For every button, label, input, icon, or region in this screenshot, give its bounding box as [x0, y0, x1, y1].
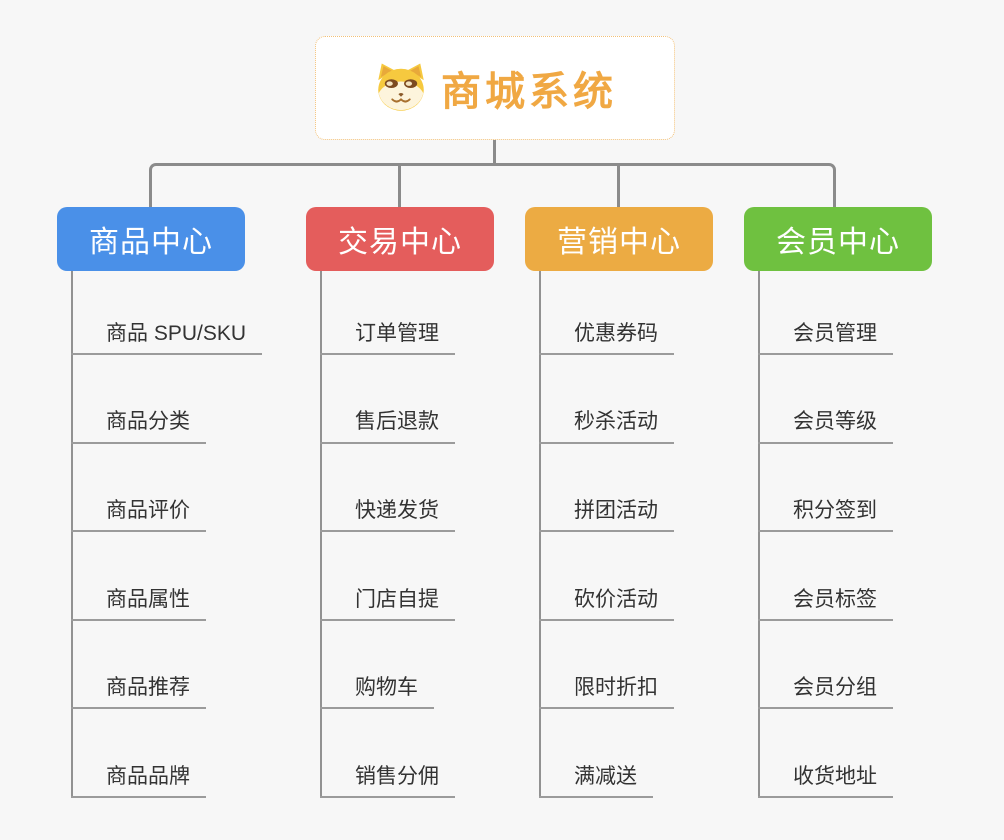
- leaf-label[interactable]: 售后退款: [320, 409, 455, 444]
- leaf-node[interactable]: 商品属性: [71, 532, 206, 621]
- leaf-node[interactable]: 秒杀活动: [539, 355, 674, 444]
- leaf-label[interactable]: 商品属性: [71, 587, 206, 621]
- connector-trunk-product: [71, 271, 73, 798]
- leaf-list-trade: 订单管理 售后退款 快递发货 门店自提 购物车 销售分佣: [320, 271, 455, 798]
- leaf-list-member: 会员管理 会员等级 积分签到 会员标签 会员分组 收货地址: [758, 271, 893, 798]
- leaf-label[interactable]: 限时折扣: [539, 675, 674, 710]
- leaf-label[interactable]: 秒杀活动: [539, 409, 674, 444]
- leaf-label[interactable]: 积分签到: [758, 498, 893, 533]
- connector-drop-marketing: [617, 163, 620, 207]
- leaf-label[interactable]: 拼团活动: [539, 498, 674, 533]
- leaf-label[interactable]: 会员分组: [758, 675, 893, 710]
- leaf-node[interactable]: 会员分组: [758, 621, 893, 710]
- dog-face-icon: [378, 63, 424, 111]
- leaf-label[interactable]: 会员等级: [758, 409, 893, 444]
- leaf-node[interactable]: 商品品牌: [71, 709, 206, 798]
- leaf-node[interactable]: 收货地址: [758, 709, 893, 798]
- connector-trunk-member: [758, 271, 760, 798]
- leaf-list-marketing: 优惠券码 秒杀活动 拼团活动 砍价活动 限时折扣 满减送: [539, 271, 674, 798]
- connector-root-stem: [493, 140, 496, 165]
- leaf-node[interactable]: 会员管理: [758, 271, 893, 355]
- leaf-label[interactable]: 收货地址: [758, 764, 893, 798]
- leaf-node[interactable]: 门店自提: [320, 532, 455, 621]
- leaf-label[interactable]: 商品分类: [71, 409, 206, 444]
- leaf-label[interactable]: 门店自提: [320, 587, 455, 621]
- leaf-node[interactable]: 满减送: [539, 709, 653, 798]
- leaf-label[interactable]: 优惠券码: [539, 321, 674, 355]
- leaf-node[interactable]: 会员标签: [758, 532, 893, 621]
- leaf-label[interactable]: 满减送: [539, 764, 653, 798]
- leaf-label[interactable]: 商品品牌: [71, 764, 206, 798]
- root-node[interactable]: 商城系统: [315, 36, 675, 140]
- leaf-node[interactable]: 积分签到: [758, 444, 893, 533]
- branch-node-member-center[interactable]: 会员中心: [744, 207, 932, 271]
- leaf-label[interactable]: 会员管理: [758, 321, 893, 355]
- connector-bracket: [149, 163, 836, 207]
- connector-trunk-marketing: [539, 271, 541, 798]
- leaf-node[interactable]: 快递发货: [320, 444, 455, 533]
- leaf-node[interactable]: 商品评价: [71, 444, 206, 533]
- leaf-node[interactable]: 拼团活动: [539, 444, 674, 533]
- leaf-node[interactable]: 限时折扣: [539, 621, 674, 710]
- leaf-label[interactable]: 销售分佣: [320, 764, 455, 798]
- leaf-node[interactable]: 会员等级: [758, 355, 893, 444]
- branch-node-marketing-center[interactable]: 营销中心: [525, 207, 713, 271]
- leaf-list-product: 商品 SPU/SKU 商品分类 商品评价 商品属性 商品推荐 商品品牌: [71, 271, 263, 798]
- leaf-node[interactable]: 商品分类: [71, 355, 206, 444]
- leaf-label[interactable]: 会员标签: [758, 587, 893, 621]
- connector-trunk-trade: [320, 271, 322, 798]
- leaf-node[interactable]: 商品 SPU/SKU: [71, 271, 263, 355]
- leaf-label[interactable]: 砍价活动: [539, 587, 674, 621]
- branch-node-product-center[interactable]: 商品中心: [57, 207, 245, 271]
- leaf-node[interactable]: 商品推荐: [71, 621, 206, 710]
- leaf-label[interactable]: 商品 SPU/SKU: [71, 321, 263, 355]
- leaf-node[interactable]: 优惠券码: [539, 271, 674, 355]
- branch-node-trade-center[interactable]: 交易中心: [306, 207, 494, 271]
- leaf-node[interactable]: 购物车: [320, 621, 434, 710]
- leaf-label[interactable]: 购物车: [320, 675, 434, 710]
- leaf-label[interactable]: 商品评价: [71, 498, 206, 533]
- leaf-label[interactable]: 订单管理: [320, 321, 455, 355]
- connector-drop-trade: [398, 163, 401, 207]
- leaf-node[interactable]: 售后退款: [320, 355, 455, 444]
- root-title: 商城系统: [441, 70, 617, 114]
- leaf-label[interactable]: 商品推荐: [71, 675, 206, 710]
- leaf-node[interactable]: 砍价活动: [539, 532, 674, 621]
- leaf-label[interactable]: 快递发货: [320, 498, 455, 533]
- leaf-node[interactable]: 订单管理: [320, 271, 455, 355]
- leaf-node[interactable]: 销售分佣: [320, 709, 455, 798]
